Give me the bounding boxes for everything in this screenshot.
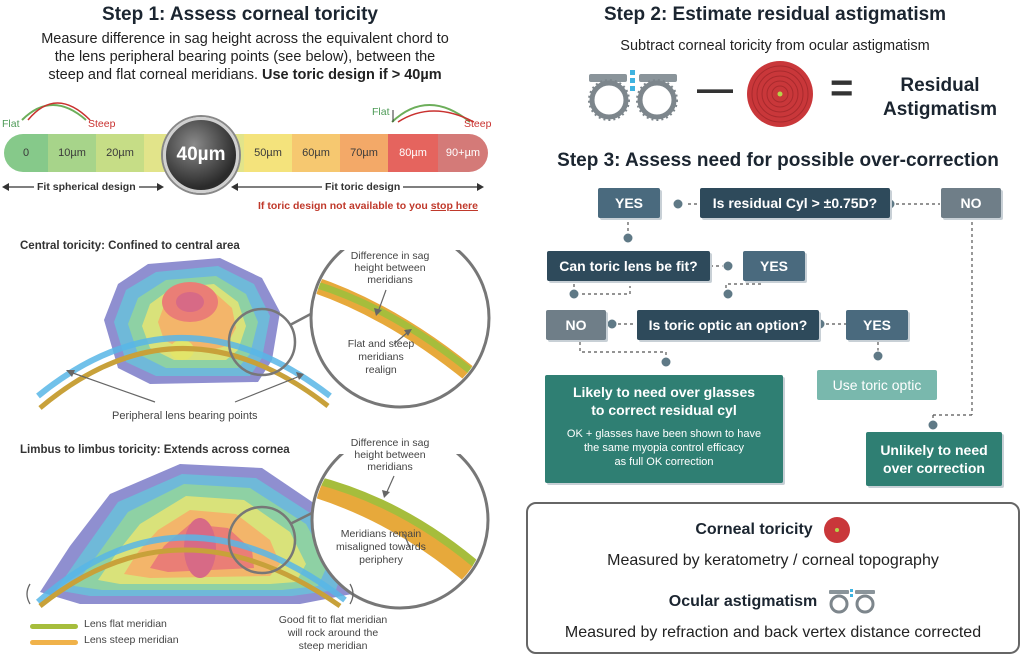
- central-toricity-diagram: [36, 250, 491, 410]
- step3-title: Step 3: Assess need for possible over-co…: [557, 150, 999, 171]
- callout-line: meridians: [367, 461, 413, 473]
- q3-yes-box: YES: [846, 310, 908, 340]
- step1-desc-text: steep and flat corneal meridians.: [48, 67, 262, 83]
- likely-note: OK + glasses have been shown to have the…: [545, 427, 783, 469]
- callout-line: Flat and steep: [347, 338, 415, 350]
- likely-title-line: to correct residual cyl: [591, 402, 737, 418]
- q1-no-box: NO: [941, 188, 1001, 218]
- residual-astigmatism-result: Residual Astigmatism: [870, 74, 1010, 122]
- scale-segment: 70µm: [340, 134, 388, 172]
- central-callout-top: Difference in sag height between meridia…: [335, 250, 445, 286]
- steep-label-left: Steep: [88, 118, 116, 130]
- q2-question-box: Can toric lens be fit?: [547, 251, 710, 281]
- use-toric-optic-box: Use toric optic: [817, 370, 937, 400]
- trial-frame-icon: [588, 70, 678, 121]
- cornea-mini-icon: [823, 517, 850, 543]
- unlikely-line: Unlikely to need: [880, 442, 988, 458]
- flat-label-right: Flat: [372, 106, 390, 118]
- lens-flat-arc: [36, 335, 332, 399]
- magnifier-ring: [227, 307, 297, 377]
- fit-spherical-label: Fit spherical design: [34, 181, 139, 193]
- step1-description: Measure difference in sag height across …: [10, 30, 480, 84]
- rock-note-line: will rock around the: [287, 627, 379, 639]
- trial-frame-mini-icon: [829, 589, 876, 614]
- likely-title: Likely to need over glasses to correct r…: [545, 383, 783, 419]
- equals-sign: =: [830, 66, 854, 110]
- likely-title-line: Likely to need over glasses: [572, 384, 756, 400]
- callout-line: Difference in sag: [350, 437, 430, 449]
- steep-label-right: Steep: [464, 118, 492, 130]
- limbus-callout-top: Difference in sag height between meridia…: [335, 437, 445, 473]
- callout-line: periphery: [359, 554, 403, 566]
- limbus-toricity-title: Limbus to limbus toricity: Extends acros…: [20, 444, 290, 456]
- legend-flat-label: Lens flat meridian: [84, 618, 167, 630]
- ocular-astigmatism-title: Ocular astigmatism: [668, 593, 818, 610]
- callout-line: height between: [354, 449, 426, 461]
- stop-note-text: If toric design not available to you: [258, 200, 431, 212]
- scale-segment: 10µm: [48, 134, 96, 172]
- unlikely-over-correction-box: Unlikely to need over correction: [866, 432, 1002, 486]
- callout-line: height between: [354, 262, 426, 274]
- scale-segment: 0: [4, 134, 48, 172]
- flat-label-left: Flat: [2, 118, 20, 130]
- stop-here-link[interactable]: stop here: [430, 200, 478, 212]
- step1-desc-line2: the lens peripheral bearing points (see …: [54, 49, 436, 65]
- callout-line: Difference in sag: [350, 250, 430, 262]
- fit-toric-label: Fit toric design: [322, 181, 404, 193]
- step2-description: Subtract corneal toricity from ocular as…: [620, 38, 930, 54]
- step2-title: Step 2: Estimate residual astigmatism: [603, 4, 947, 25]
- step1-desc-line1: Measure difference in sag height across …: [41, 31, 449, 47]
- flat-meridian-swatch: [30, 624, 78, 629]
- flat-steep-arc-icons: [21, 102, 475, 123]
- q2-yes-box: YES: [743, 251, 805, 281]
- rock-note-line: steep meridian: [298, 640, 368, 652]
- central-callout-bottom: Flat and steep meridians realign: [336, 338, 426, 377]
- peripheral-bearing-label: Peripheral lens bearing points: [112, 410, 258, 422]
- callout-line: realign: [365, 364, 397, 376]
- callout-line: meridians: [367, 274, 413, 286]
- cornea-topography-icon: [747, 61, 813, 127]
- ocular-astigmatism-desc: Measured by refraction and back vertex d…: [564, 624, 982, 641]
- callout-line: meridians: [358, 351, 404, 363]
- corneal-toricity-title: Corneal toricity: [695, 521, 813, 538]
- scale-segment: 50µm: [244, 134, 292, 172]
- step1-desc-bold: Use toric design if > 40µm: [262, 67, 442, 83]
- scale-segment: 90+µm: [438, 134, 488, 172]
- definitions-box: [526, 502, 1020, 654]
- rock-note: Good fit to flat meridian will rock arou…: [258, 614, 408, 653]
- step1-title: Step 1: Assess corneal toricity: [102, 4, 378, 25]
- limbus-callout-bottom: Meridians remain misaligned towards peri…: [326, 528, 436, 567]
- q3-no-box: NO: [546, 310, 606, 340]
- q1-yes-box: YES: [598, 188, 660, 218]
- steep-meridian-swatch: [30, 640, 78, 645]
- scale-segment: 80µm: [388, 134, 438, 172]
- corneal-toricity-row: Corneal toricity: [526, 516, 1020, 544]
- central-toricity-title: Central toricity: Confined to central ar…: [20, 240, 240, 252]
- limbus-toricity-diagram: [26, 454, 490, 610]
- flowchart-connectors: [568, 198, 973, 431]
- likely-note-line: as full OK correction: [614, 456, 714, 468]
- toricity-scale-bar: 0 10µm 20µm 50µm 60µm 70µm 80µm 90+µm: [4, 134, 488, 172]
- q1-question-box: Is residual Cyl > ±0.75D?: [700, 188, 890, 218]
- ocular-astigmatism-row: Ocular astigmatism: [526, 588, 1020, 616]
- minus-sign: —: [697, 68, 733, 109]
- rock-note-line: Good fit to flat meridian: [278, 614, 388, 626]
- scale-segment: 60µm: [292, 134, 340, 172]
- central-topography-map: [104, 258, 280, 384]
- likely-note-line: the same myopia control efficacy: [584, 442, 744, 454]
- likely-over-glasses-box: Likely to need over glasses to correct r…: [545, 375, 783, 483]
- likely-note-line: OK + glasses have been shown to have: [566, 428, 762, 440]
- unlikely-line: over correction: [883, 460, 985, 476]
- threshold-40um-badge: 40µm: [163, 117, 239, 193]
- callout-line: misaligned towards: [336, 541, 426, 553]
- result-line1: Residual: [900, 75, 980, 96]
- result-line2: Astigmatism: [882, 99, 998, 120]
- corneal-toricity-desc: Measured by keratometry / corneal topogr…: [607, 552, 939, 569]
- legend-steep-label: Lens steep meridian: [84, 634, 179, 646]
- stop-note: If toric design not available to you sto…: [258, 200, 478, 212]
- step1-desc-line3: steep and flat corneal meridians. Use to…: [10, 66, 480, 84]
- scale-segment: 20µm: [96, 134, 144, 172]
- callout-line: Meridians remain: [340, 528, 422, 540]
- q3-question-box: Is toric optic an option?: [637, 310, 819, 340]
